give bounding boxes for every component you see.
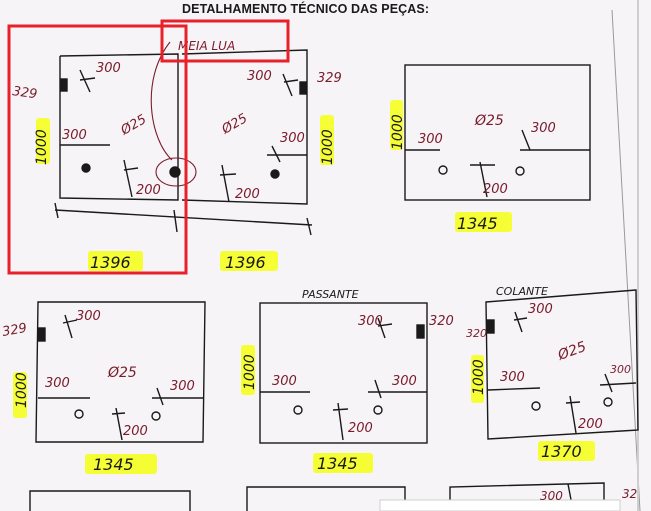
page-edge — [611, 9, 641, 511]
panel-b-bottom: 200 — [235, 187, 260, 202]
highlights-row2 — [13, 345, 595, 474]
panel-f-hole: Ø25 — [555, 339, 589, 364]
panel-d-outline — [35, 301, 206, 443]
panel-e-w1: 300 — [358, 314, 383, 329]
panel-d-bottom: 200 — [123, 424, 148, 439]
panel-a-w1: 300 — [96, 61, 121, 76]
panel-e-top-label: PASSANTE — [302, 288, 359, 301]
panel-b-hole: Ø25 — [219, 111, 251, 138]
panel-b-outline — [181, 49, 308, 205]
panels-row3-partial — [29, 482, 621, 511]
panel-b-width: 1396 — [225, 253, 266, 272]
labels-panel-c: 1000 300 Ø25 300 200 1345 — [390, 113, 556, 233]
panel-c-bottom: 200 — [483, 182, 508, 197]
labels-panel-e: PASSANTE 300 320 300 300 200 — [272, 288, 454, 436]
panel-d-height-label: 1000 — [14, 372, 30, 408]
panel-c-hole: Ø25 — [474, 113, 504, 129]
panel-b-height-label: 1000 — [320, 129, 336, 165]
panel-e-height-label: 1000 — [242, 354, 258, 390]
panel-pair-ab — [54, 49, 313, 236]
document-title: DETALHAMENTO TÉCNICO DAS PEÇAS: — [182, 2, 430, 16]
panel-f-width: 1370 — [541, 442, 582, 461]
panel-f-top-label: COLANTE — [496, 285, 548, 298]
panel-a-w2: 300 — [62, 128, 87, 143]
panel-e-width: 1345 — [317, 454, 358, 473]
panel-f-w3: 300 — [610, 363, 631, 376]
highlights-row1 — [36, 100, 512, 271]
labels-row2-widths: 1000 1000 1000 1345 1345 1370 — [14, 354, 582, 474]
panel-a-width: 1396 — [90, 253, 131, 272]
panel-f-height-label: 1000 — [471, 359, 487, 395]
panel-f-side-label: 320 — [466, 327, 487, 340]
panel-c-width: 1345 — [457, 214, 498, 233]
panel-f-bottom: 200 — [578, 417, 603, 432]
panel-f-outline — [485, 289, 639, 440]
half-moon-circle — [155, 157, 197, 187]
panel-f — [485, 289, 639, 440]
panel-d-width: 1345 — [93, 455, 134, 474]
panel-d-side-label: 329 — [1, 321, 28, 340]
panel-d-w1: 300 — [76, 309, 101, 324]
panel-e-bottom: 200 — [348, 421, 373, 436]
panel-e-w3: 300 — [392, 374, 417, 389]
panel-a-hole: Ø25 — [118, 112, 150, 139]
labels-panel-f: COLANTE 300 320 Ø25 300 300 200 — [466, 285, 631, 432]
panel-b-side-label: 329 — [317, 71, 342, 86]
panel-c-w2: 300 — [531, 121, 556, 136]
panel-b-w1: 300 — [247, 69, 272, 84]
panel-b-w2: 300 — [280, 131, 305, 146]
panel-f-w2: 300 — [500, 370, 525, 385]
row3-side-label: 32 — [622, 487, 637, 501]
panel-d-hole: Ø25 — [107, 365, 137, 381]
panel-c-outline — [404, 64, 591, 201]
row3-w-label: 300 — [540, 489, 563, 503]
panel-e-side-label: 320 — [429, 314, 454, 329]
panel-a-bottom: 200 — [136, 183, 161, 198]
panel-d — [35, 301, 206, 443]
panel-e-outline — [259, 302, 428, 444]
labels-panel-d: 329 300 300 Ø25 300 200 — [1, 309, 195, 439]
selection-box-panel-a — [7, 24, 188, 275]
dimension-line-ab — [54, 209, 313, 226]
panel-a-height-label: 1000 — [34, 129, 50, 165]
selection-box-meia-lua — [160, 19, 290, 63]
panel-c-w1: 300 — [418, 132, 443, 147]
panel-a-outline — [59, 53, 179, 201]
panel-f-w1: 300 — [528, 302, 553, 317]
panel-d-w2: 300 — [45, 376, 70, 391]
labels-row3-partial: 300 32 — [540, 487, 637, 503]
panel-e — [259, 302, 428, 444]
half-moon-label: MEIA LUA — [178, 39, 235, 53]
panel-d-w3: 300 — [170, 379, 195, 394]
panel-e-w2: 300 — [272, 374, 297, 389]
panel-a-side-label: 329 — [11, 84, 38, 102]
panel-c-height-label: 1000 — [390, 114, 406, 150]
panel-c — [404, 64, 591, 201]
